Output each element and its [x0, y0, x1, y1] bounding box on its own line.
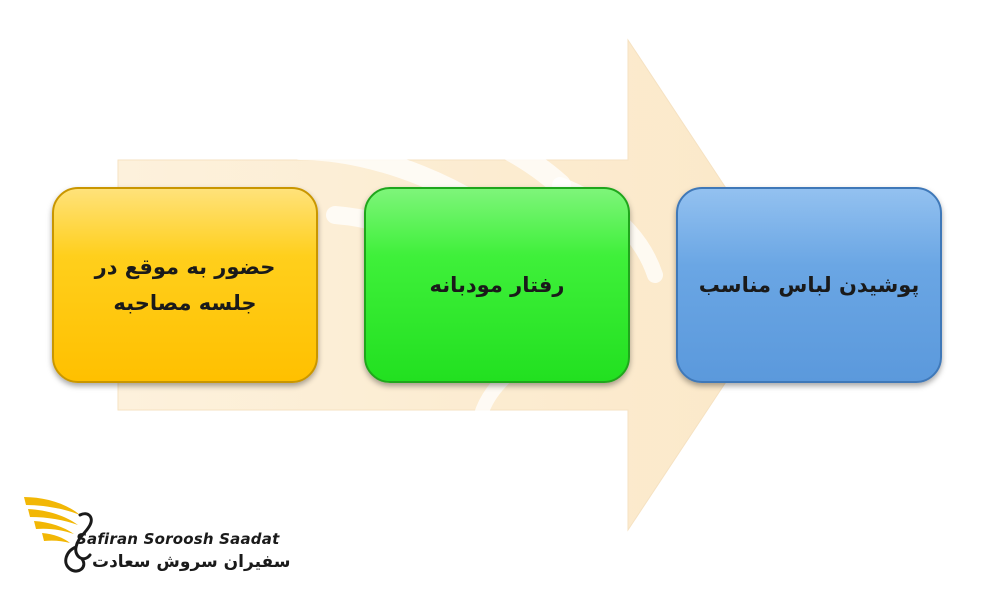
brand-logo-icon [24, 497, 93, 573]
step-box-1: حضور به موقع در جلسه مصاحبه [52, 187, 318, 383]
step-label-1: حضور به موقع در جلسه مصاحبه [94, 255, 276, 315]
brand-persian-name: سفیران سروش سعادت [92, 552, 291, 572]
step-label-2: رفتار مودبانه [429, 273, 565, 297]
brand-latin-name: Safiran Soroosh Saadat [76, 530, 280, 548]
step-box-3: پوشیدن لباس مناسب [676, 187, 942, 383]
step-label-3: پوشیدن لباس مناسب [698, 273, 920, 297]
step-box-2: رفتار مودبانه [364, 187, 630, 383]
